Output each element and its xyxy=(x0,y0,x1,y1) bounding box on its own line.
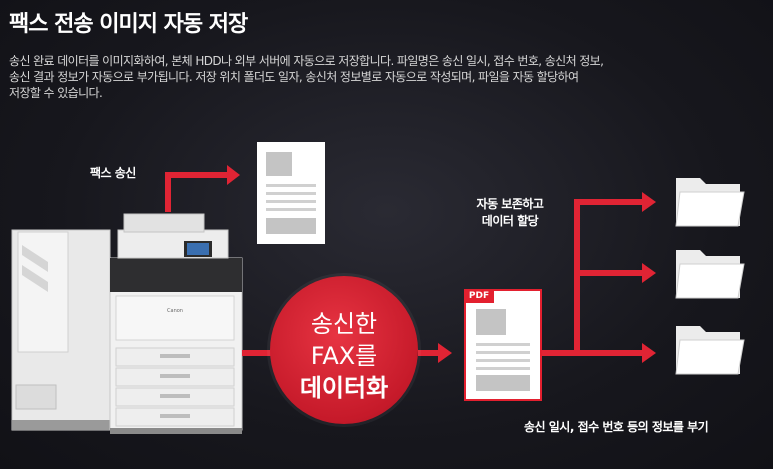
pdf-badge: PDF xyxy=(464,289,494,303)
printer-to-circle-arrow xyxy=(242,350,272,356)
document-line xyxy=(476,359,530,362)
fax-document xyxy=(257,142,325,244)
document-line xyxy=(476,351,530,354)
circle-line-3: 데이터화 xyxy=(299,374,389,402)
document-image-placeholder xyxy=(476,375,530,391)
document-image-placeholder xyxy=(266,218,316,234)
circle-line-2: FAX를 xyxy=(310,342,378,370)
description-line-1: 송신 완료 데이터를 이미지화하여, 본체 HDD나 외부 서버에 자동으로 저… xyxy=(9,54,604,68)
circle-to-pdf-arrow xyxy=(418,343,452,363)
folder-icon xyxy=(675,326,745,375)
auto-save-label-line-1: 자동 보존하고 xyxy=(476,197,544,211)
document-line xyxy=(266,208,316,211)
document-line xyxy=(266,200,316,203)
digitize-circle: 송신한 FAX를 데이터화 xyxy=(270,276,418,424)
pdf-document: PDF xyxy=(464,289,542,401)
circle-line-1: 송신한 xyxy=(310,310,378,338)
folder-icon xyxy=(675,178,745,227)
document-image-placeholder xyxy=(266,152,292,176)
description-line-3: 저장할 수 있습니다. xyxy=(9,86,103,100)
view-info-label: 송신 일시, 접수 번호 등의 정보를 부기 xyxy=(524,420,709,434)
auto-save-label: 자동 보존하고 데이터 할당 xyxy=(445,196,575,230)
fax-send-label: 팩스 송신 xyxy=(90,166,136,180)
document-image-placeholder xyxy=(476,309,506,335)
document-line xyxy=(266,184,316,187)
document-line xyxy=(266,192,316,195)
printer-illustration: Canon xyxy=(11,213,243,434)
page-title: 팩스 전송 이미지 자동 저장 xyxy=(9,12,248,37)
auto-save-label-line-2: 데이터 할당 xyxy=(481,214,539,228)
printer-brand: Canon xyxy=(167,308,183,314)
fax-send-arrow xyxy=(165,165,240,212)
description: 송신 완료 데이터를 이미지화하여, 본체 HDD나 외부 서버에 자동으로 저… xyxy=(9,53,759,101)
document-line xyxy=(476,343,530,346)
description-line-2: 송신 결과 정보가 자동으로 부가됩니다. 저장 위치 폴더도 일자, 송신처 … xyxy=(9,70,579,84)
branch-arrows xyxy=(542,192,656,363)
document-line xyxy=(476,367,530,370)
folder-icon xyxy=(675,250,745,299)
